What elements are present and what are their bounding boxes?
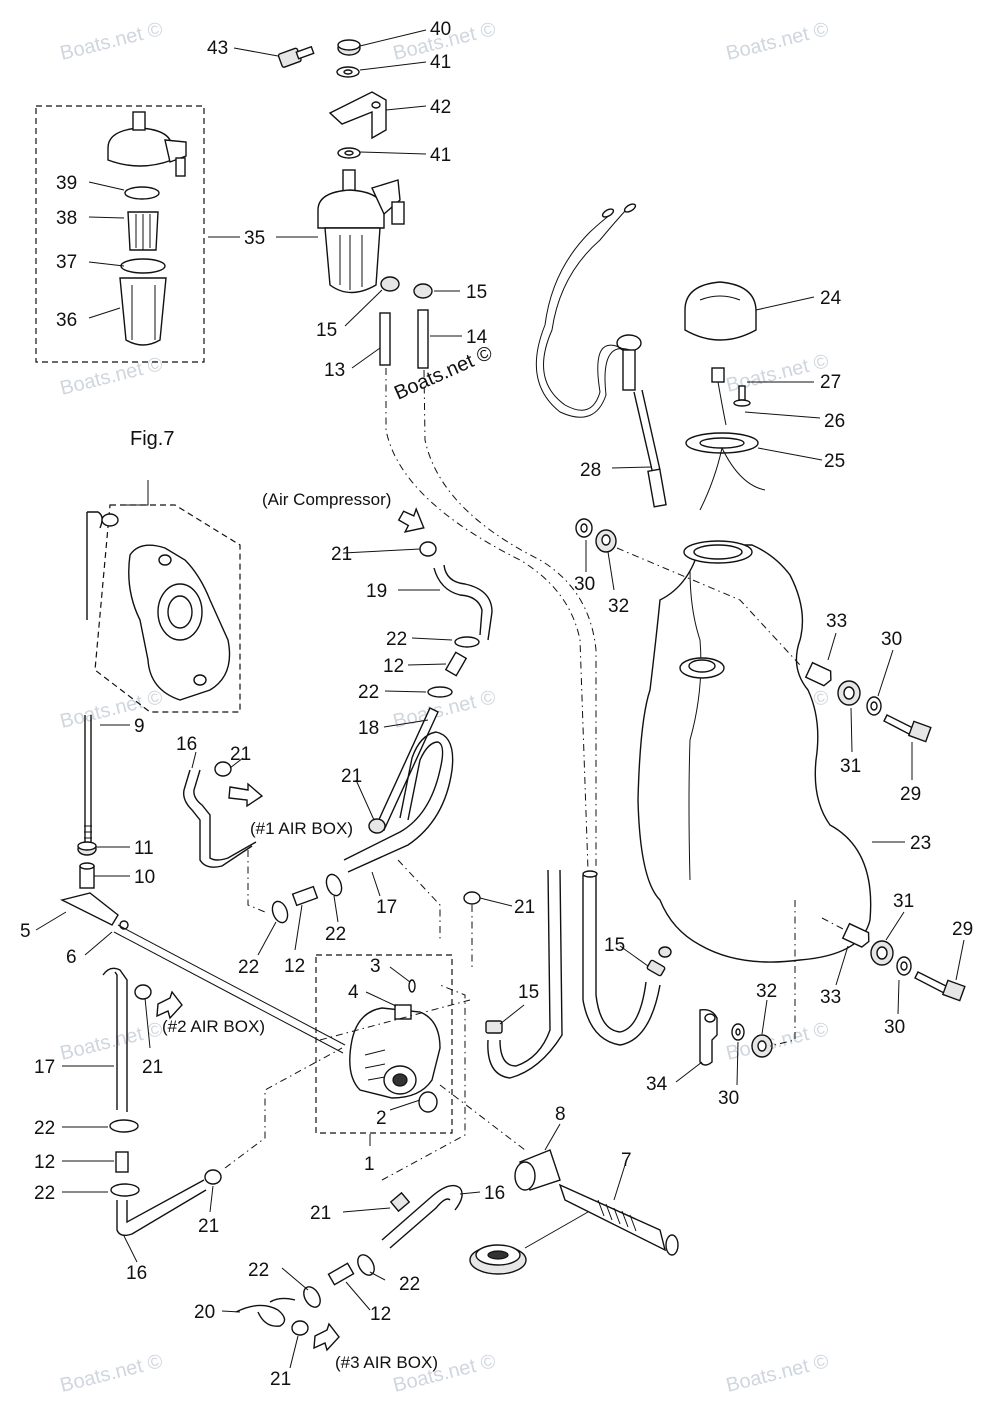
callout: 21 [514,897,535,918]
callout: 11 [134,838,154,859]
callout: 5 [20,921,31,942]
callout: 30 [718,1088,739,1109]
fuel-filter-assembly [277,39,433,369]
leader-lines [35,29,965,1369]
watermark: Boats.net © [724,18,831,65]
air-compressor-hoses [102,507,563,1352]
callout: 24 [820,288,842,309]
callout: 30 [881,629,902,650]
callout: 9 [134,716,145,737]
callout: 1 [364,1154,375,1175]
callout: 21 [331,544,352,565]
watermark-center: Boats.net © [391,342,496,405]
callout: 8 [555,1104,566,1125]
callout: 15 [518,982,539,1003]
oil-pump-box [315,954,453,1134]
callout: 43 [207,38,228,59]
callout: 22 [34,1183,55,1204]
callout: 25 [824,451,845,472]
filter-parts-box [35,105,205,363]
callout: 12 [284,956,305,977]
callout: 12 [383,656,404,677]
callout: 17 [34,1057,55,1078]
callout: 18 [358,718,379,739]
callout: 22 [34,1118,55,1139]
callout: 29 [952,919,973,940]
callout: 30 [884,1017,905,1038]
callout: 3 [370,956,381,977]
callout: 22 [248,1260,269,1281]
callout: 36 [56,310,77,331]
callout: 42 [430,97,451,118]
callout: 22 [399,1274,420,1295]
callout: 21 [230,744,251,765]
callout: 32 [756,981,777,1002]
watermark: Boats.net © [724,1350,831,1397]
callout: 31 [840,756,861,777]
callout: 14 [466,327,488,348]
callout: 22 [386,629,407,650]
callout: 15 [466,282,487,303]
watermark: Boats.net © [58,18,165,65]
callout: 22 [325,924,346,945]
fig7-reference [84,480,241,845]
callout: 12 [34,1152,55,1173]
callout: 30 [574,574,595,595]
callout: 12 [370,1304,391,1325]
callout: 22 [238,957,259,978]
callout: 40 [430,19,451,40]
watermark: Boats.net © [58,353,165,400]
callout: 10 [134,867,155,888]
callout: 22 [358,682,379,703]
callout: 16 [176,734,197,755]
callout: 13 [324,360,345,381]
callout: 4 [348,982,359,1003]
oil-pump-linkage [59,841,679,1275]
callout: 7 [621,1150,632,1171]
watermark: Boats.net © [58,1350,165,1397]
callout: 21 [341,766,362,787]
callout: 27 [820,372,841,393]
callout: 29 [900,784,921,805]
callout: 20 [194,1302,215,1323]
callout: 33 [820,987,841,1008]
callout: 21 [310,1203,331,1224]
caption-air-compressor: (Air Compressor) [262,490,391,509]
callout: 23 [910,833,931,854]
callout: 28 [580,460,601,481]
watermark: Boats.net © [58,686,165,733]
callout: 35 [244,228,265,249]
fuel-lines [385,368,597,871]
callout: 32 [608,596,629,617]
callout: 26 [824,411,845,432]
callout: 21 [270,1369,291,1390]
callout: 16 [484,1183,505,1204]
callout: 16 [126,1263,147,1284]
callout: 19 [366,581,387,602]
callout: 37 [56,252,77,273]
callout: 39 [56,173,77,194]
caption-air-box-2: (#2 AIR BOX) [162,1017,265,1036]
filter-parts-exploded [107,111,187,346]
caption-air-box-1: (#1 AIR BOX) [250,819,353,838]
caption-air-box-3: (#3 AIR BOX) [335,1353,438,1372]
callout: 41 [430,145,451,166]
callout: 34 [646,1074,668,1095]
oil-tank [535,203,966,1066]
callout: 38 [56,208,77,229]
callout: 41 [430,52,451,73]
callout: 6 [66,947,77,968]
callout-numbers: 40 43 41 42 41 39 38 35 37 15 24 36 15 1… [20,19,973,1390]
callout: 33 [826,611,847,632]
callout: 21 [198,1216,219,1237]
callout: 15 [316,320,337,341]
callout: 17 [376,897,397,918]
callout: 15 [604,935,625,956]
fig7-label: Fig.7 [130,428,174,450]
callout: 2 [376,1108,387,1129]
callout: 21 [142,1057,163,1078]
callout: 31 [893,891,914,912]
